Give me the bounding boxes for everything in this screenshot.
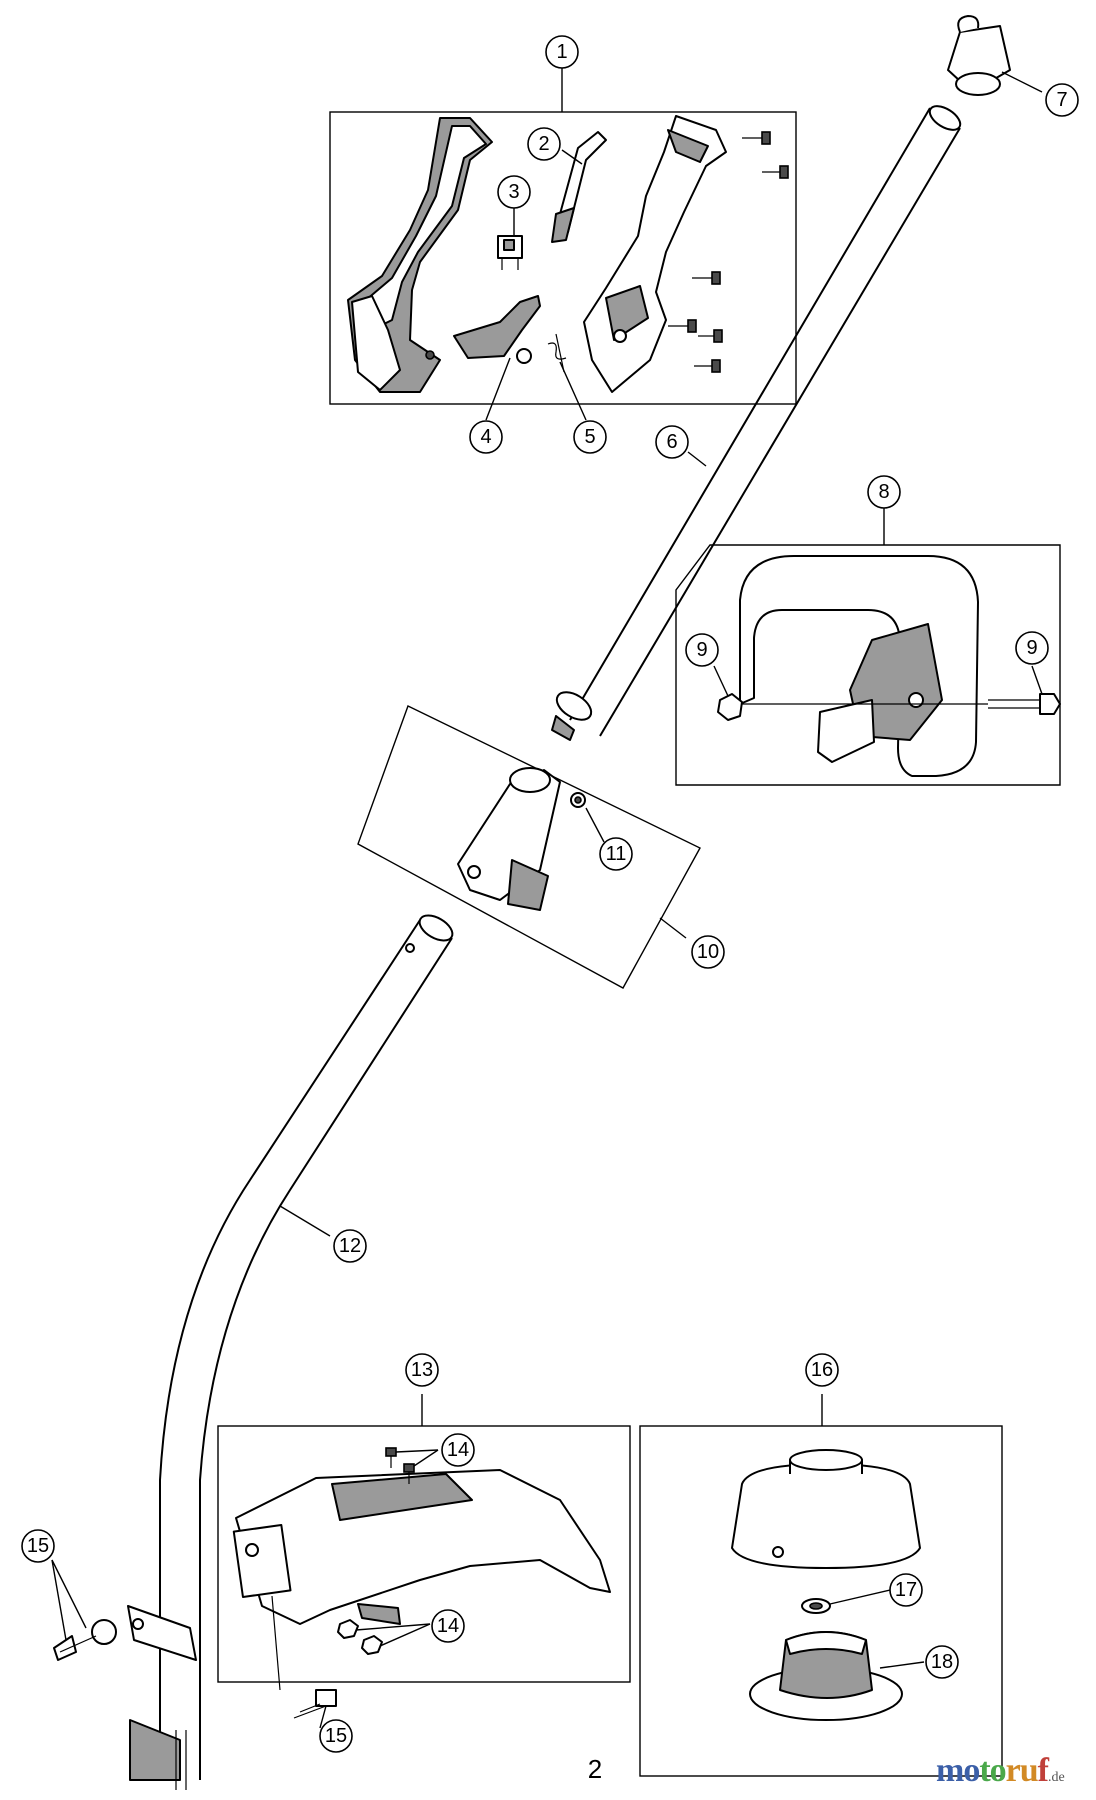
svg-text:10: 10	[697, 941, 719, 963]
watermark-tld: .de	[1047, 1770, 1065, 1785]
callout-7: 7	[1045, 83, 1079, 117]
svg-text:6: 6	[666, 431, 677, 453]
svg-text:15: 15	[27, 1535, 49, 1557]
lower-shaft	[129, 914, 454, 1790]
svg-text:14: 14	[447, 1439, 469, 1461]
svg-text:13: 13	[411, 1359, 433, 1381]
callout-9-nut: 9	[685, 633, 719, 667]
trigger	[453, 295, 541, 364]
callout-3: 3	[497, 175, 531, 209]
svg-text:9: 9	[1026, 637, 1037, 659]
guard-assembly-line	[271, 1595, 281, 1691]
callout-17: 17	[889, 1573, 923, 1607]
spool-base	[749, 1631, 903, 1721]
upper-shaft	[551, 105, 962, 741]
group-box-handle-housing	[329, 111, 797, 405]
coupler-screw	[570, 792, 586, 808]
callout-16: 16	[805, 1353, 839, 1387]
svg-text:14: 14	[437, 1615, 459, 1637]
callout-6: 6	[655, 425, 689, 459]
svg-text:8: 8	[878, 481, 889, 503]
group-box-coupler	[357, 705, 701, 989]
bolt	[742, 693, 1061, 715]
callout-11: 11	[599, 837, 633, 871]
handle-housing-right	[583, 115, 727, 393]
watermark-part-4: f	[1037, 1752, 1049, 1789]
spring-washer	[801, 1598, 831, 1614]
callout-1: 1	[545, 35, 579, 69]
callout-15-wingnut: 15	[21, 1529, 55, 1563]
group-box-assist-handle	[675, 544, 1061, 786]
guard	[232, 1469, 611, 1625]
guard-blade-and-nuts	[337, 1603, 401, 1655]
nut	[717, 693, 743, 721]
callout-15-bolt: 15	[319, 1719, 353, 1753]
guard-screws-top	[385, 1447, 415, 1484]
watermark-part-1: mo	[936, 1752, 980, 1789]
svg-text:7: 7	[1056, 89, 1067, 111]
callout-9-bolt: 9	[1015, 631, 1049, 665]
svg-text:11: 11	[606, 843, 627, 865]
watermark-part-2: to	[979, 1752, 1006, 1789]
handle-grip-end	[947, 15, 1011, 96]
svg-text:15: 15	[325, 1725, 347, 1747]
callout-2: 2	[527, 127, 561, 161]
spool-housing	[731, 1449, 921, 1569]
svg-text:16: 16	[811, 1359, 833, 1381]
svg-text:17: 17	[895, 1579, 917, 1601]
assist-handle	[739, 555, 979, 777]
watermark-logo: motoruf.de	[936, 1752, 1065, 1790]
switch	[497, 235, 523, 270]
page-number: 2	[587, 1754, 603, 1784]
callout-13: 13	[405, 1353, 439, 1387]
svg-text:2: 2	[538, 133, 549, 155]
shaft-clamp	[127, 1605, 197, 1661]
group-box-spool-head	[639, 1425, 1003, 1777]
svg-text:5: 5	[584, 426, 595, 448]
callout-14-top: 14	[441, 1433, 475, 1467]
svg-text:4: 4	[480, 426, 491, 448]
carriage-bolt	[293, 1689, 337, 1719]
svg-text:3: 3	[508, 181, 519, 203]
watermark-part-3: ru	[1005, 1752, 1039, 1789]
screws-housing	[668, 131, 789, 373]
switch-lock-lever	[551, 131, 607, 243]
spring	[547, 333, 567, 373]
callout-12: 12	[333, 1229, 367, 1263]
callout-4: 4	[469, 420, 503, 454]
handle-housing-left	[347, 117, 493, 393]
svg-text:9: 9	[696, 639, 707, 661]
callout-8: 8	[867, 475, 901, 509]
coupler	[457, 767, 561, 911]
group-box-guard	[217, 1425, 631, 1683]
svg-text:12: 12	[339, 1235, 361, 1257]
leader-lines	[51, 68, 1043, 1729]
wing-nut	[53, 1619, 117, 1661]
callout-18: 18	[925, 1645, 959, 1679]
callout-5: 5	[573, 420, 607, 454]
svg-text:1: 1	[556, 41, 567, 63]
callout-10: 10	[691, 935, 725, 969]
svg-text:18: 18	[931, 1651, 953, 1673]
callout-14-bottom: 14	[431, 1609, 465, 1643]
